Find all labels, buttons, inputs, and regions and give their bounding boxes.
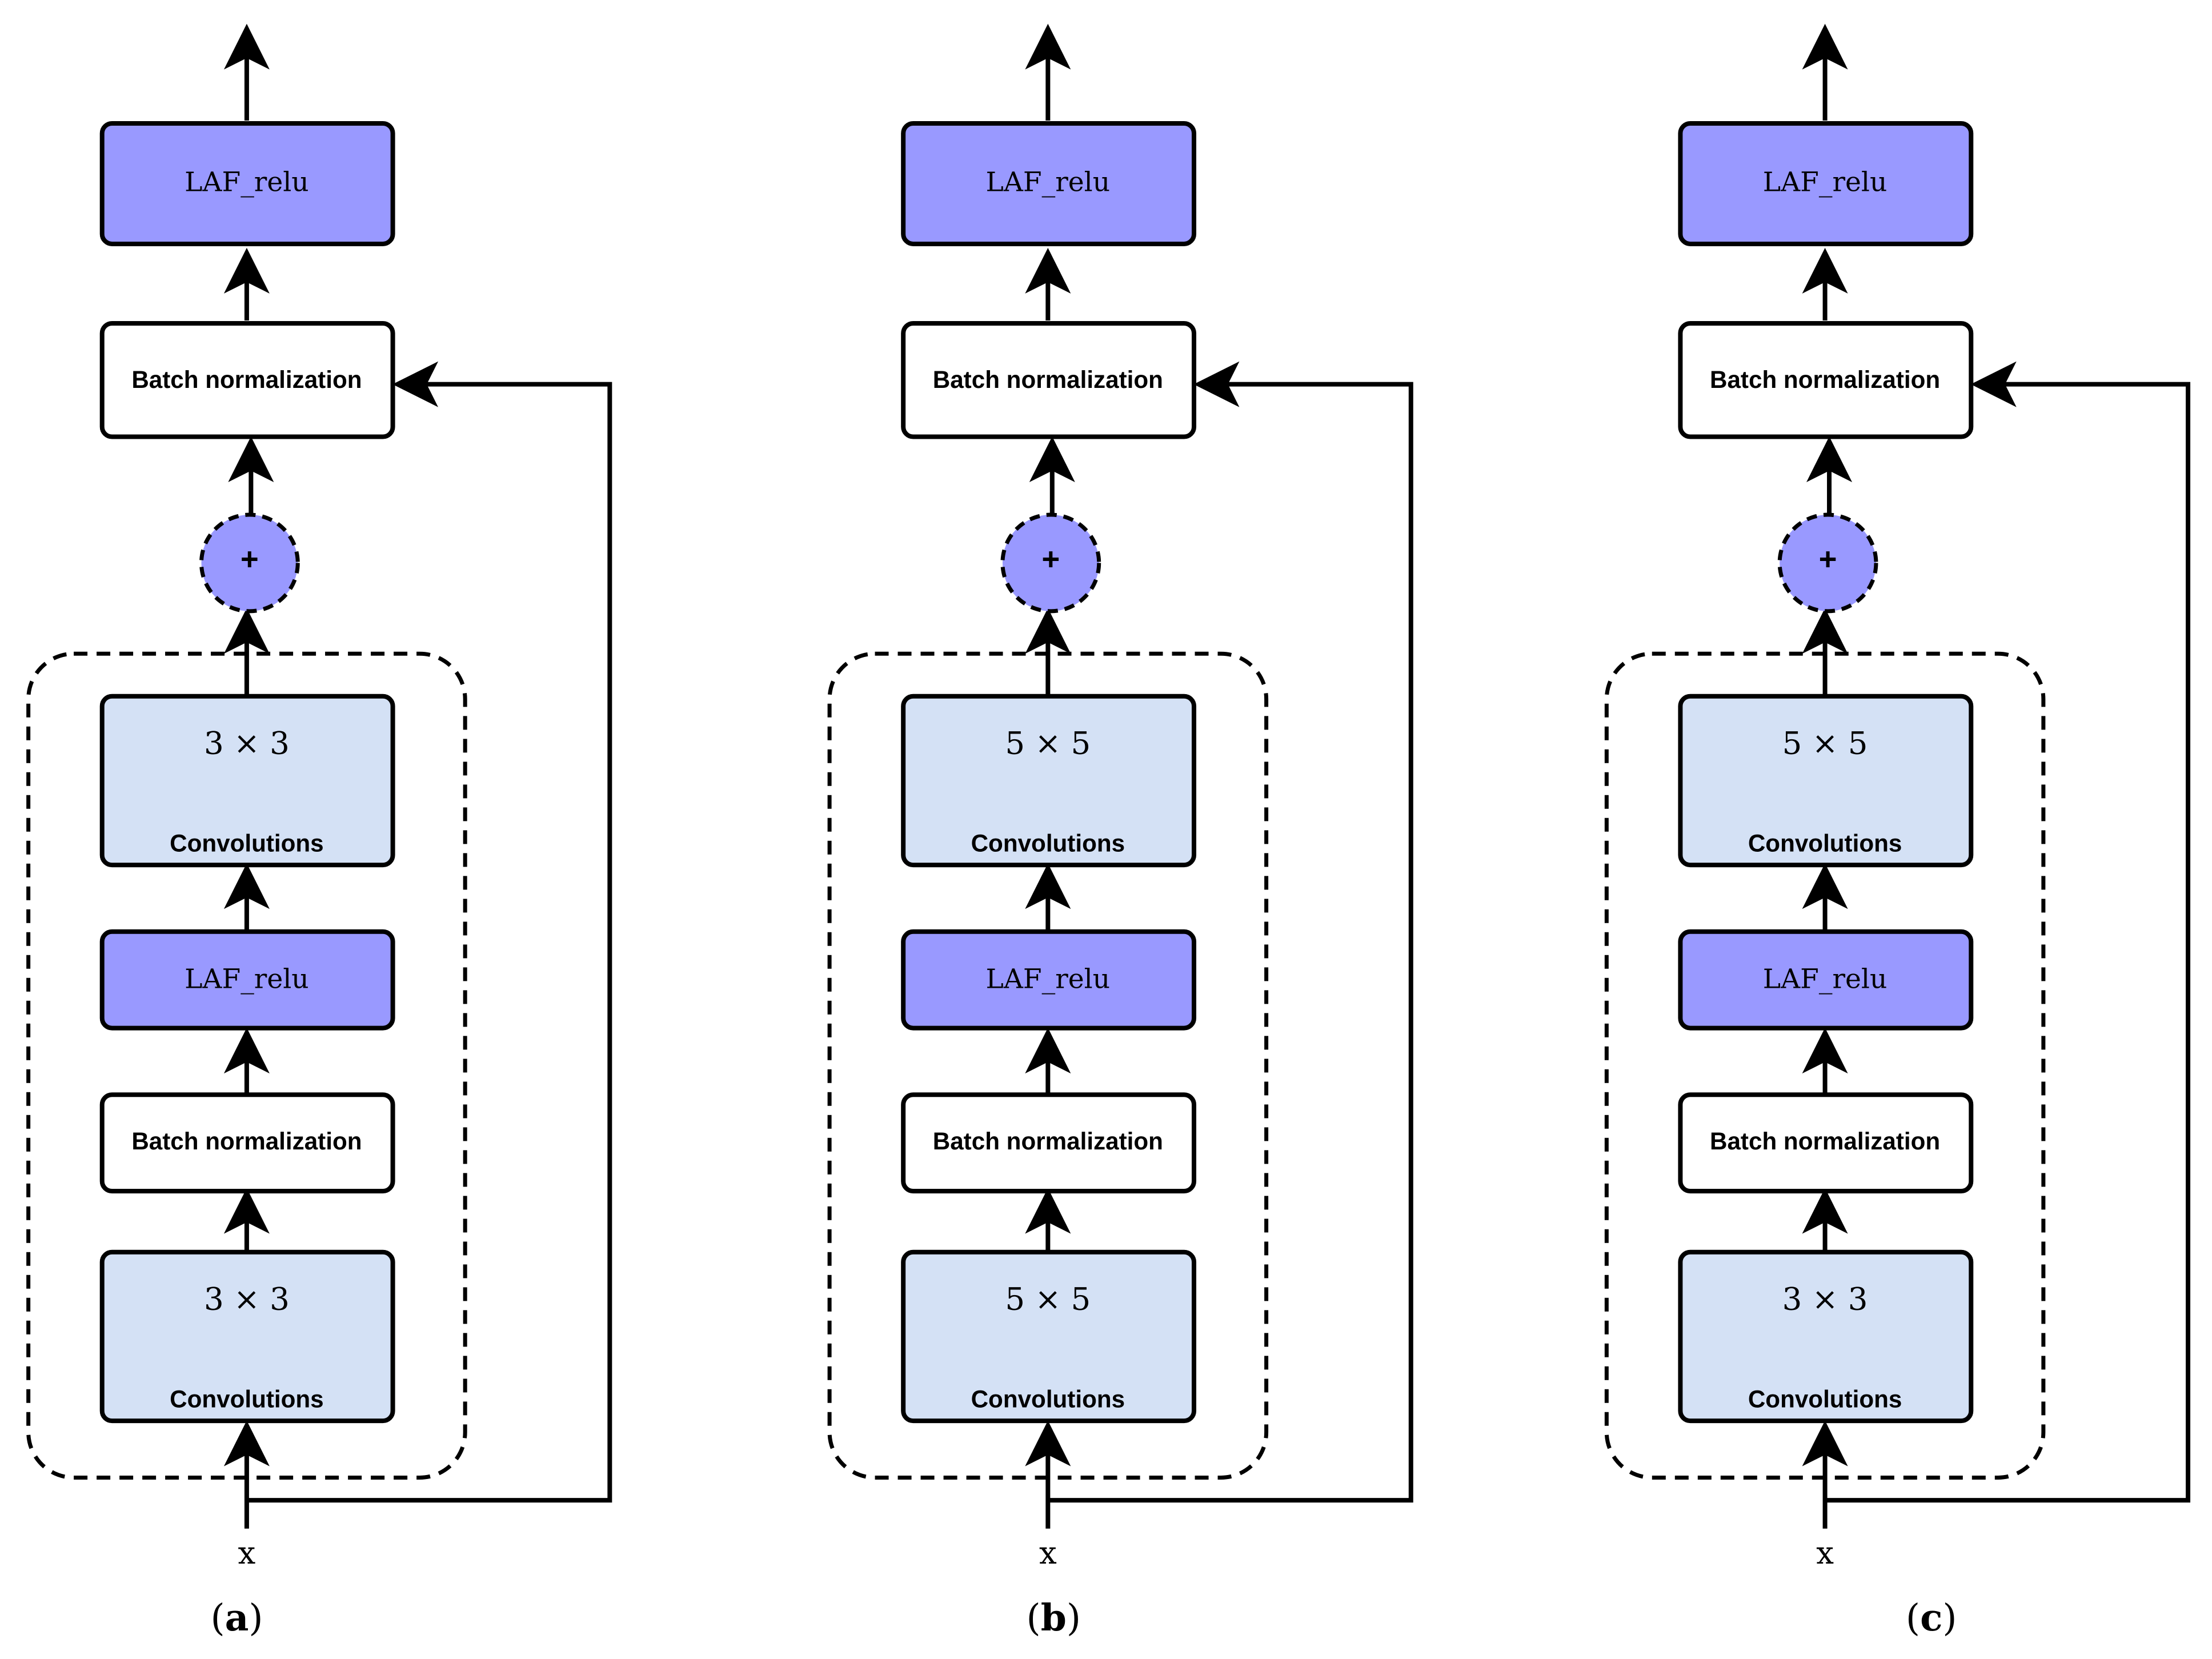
- block-caption: (b): [1027, 1596, 1081, 1640]
- top-activation-label: LAF_relu: [986, 167, 1111, 198]
- mid-activation-box: [1678, 929, 1974, 1031]
- mid-activation-label: LAF_relu: [185, 964, 309, 995]
- skip-connection: [1048, 361, 1413, 1503]
- mid-batchnorm-box: [1678, 1092, 1974, 1194]
- conv-lower-box: [901, 1249, 1197, 1424]
- add-symbol: +: [241, 542, 259, 576]
- conv-upper-kernel: 5 × 5: [1005, 725, 1091, 762]
- add-node: [199, 512, 300, 614]
- add-symbol: +: [1819, 542, 1837, 576]
- conv-upper-box: [901, 694, 1197, 868]
- conv-upper-kernel: 3 × 3: [204, 725, 290, 762]
- mid-batchnorm-label: Batch normalization: [131, 1128, 362, 1155]
- block-caption: (c): [1906, 1596, 1957, 1640]
- top-batchnorm-box: [1678, 320, 1974, 439]
- top-activation-label: LAF_relu: [185, 167, 309, 198]
- conv-lower-kernel: 3 × 3: [204, 1281, 290, 1317]
- top-batchnorm-label: Batch normalization: [933, 366, 1163, 393]
- skip-connection: [1825, 361, 2191, 1503]
- mid-activation-label: LAF_relu: [986, 964, 1111, 995]
- top-activation-label: LAF_relu: [1763, 167, 1888, 198]
- conv-lower-label: Convolutions: [170, 1386, 324, 1413]
- mid-batchnorm-label: Batch normalization: [933, 1128, 1163, 1155]
- conv-lower-box: [1678, 1249, 1974, 1424]
- caption-open: (: [1027, 1597, 1041, 1640]
- top-batchnorm-box: [99, 320, 395, 439]
- caption-close: ): [1942, 1597, 1957, 1640]
- conv-upper-box: [1678, 694, 1974, 868]
- mid-batchnorm-box: [901, 1092, 1197, 1194]
- add-node: [1777, 512, 1878, 614]
- input-label: x: [238, 1534, 256, 1571]
- conv-lower-box: [99, 1249, 395, 1424]
- conv-lower-label: Convolutions: [971, 1386, 1125, 1413]
- caption-open: (: [1906, 1597, 1920, 1640]
- mid-batchnorm-box: [99, 1092, 395, 1194]
- mid-batchnorm-label: Batch normalization: [1710, 1128, 1940, 1155]
- input-label: x: [1816, 1534, 1834, 1571]
- add-symbol: +: [1041, 542, 1060, 576]
- top-activation-box: [901, 121, 1197, 246]
- caption-close: ): [1067, 1597, 1081, 1640]
- input-label: x: [1039, 1534, 1057, 1571]
- skip-connection: [246, 361, 612, 1503]
- caption-letter: b: [1041, 1596, 1067, 1640]
- caption-close: ): [249, 1597, 263, 1640]
- conv-upper-label: Convolutions: [971, 830, 1125, 857]
- mid-activation-label: LAF_relu: [1763, 964, 1888, 995]
- caption-open: (: [210, 1597, 225, 1640]
- add-node: [1000, 512, 1101, 614]
- caption-letter: c: [1920, 1596, 1942, 1640]
- mid-activation-box: [901, 929, 1197, 1031]
- mid-activation-box: [99, 929, 395, 1031]
- top-batchnorm-box: [901, 320, 1197, 439]
- top-batchnorm-label: Batch normalization: [131, 366, 362, 393]
- conv-upper-box: [99, 694, 395, 868]
- conv-lower-label: Convolutions: [1748, 1386, 1902, 1413]
- conv-upper-label: Convolutions: [170, 830, 324, 857]
- top-batchnorm-label: Batch normalization: [1710, 366, 1940, 393]
- caption-letter: a: [225, 1596, 249, 1640]
- conv-lower-kernel: 3 × 3: [1782, 1281, 1868, 1317]
- conv-lower-kernel: 5 × 5: [1005, 1281, 1091, 1317]
- block-caption: (a): [210, 1596, 263, 1640]
- top-activation-box: [1678, 121, 1974, 246]
- top-activation-box: [99, 121, 395, 246]
- conv-upper-kernel: 5 × 5: [1782, 725, 1868, 762]
- conv-upper-label: Convolutions: [1748, 830, 1902, 857]
